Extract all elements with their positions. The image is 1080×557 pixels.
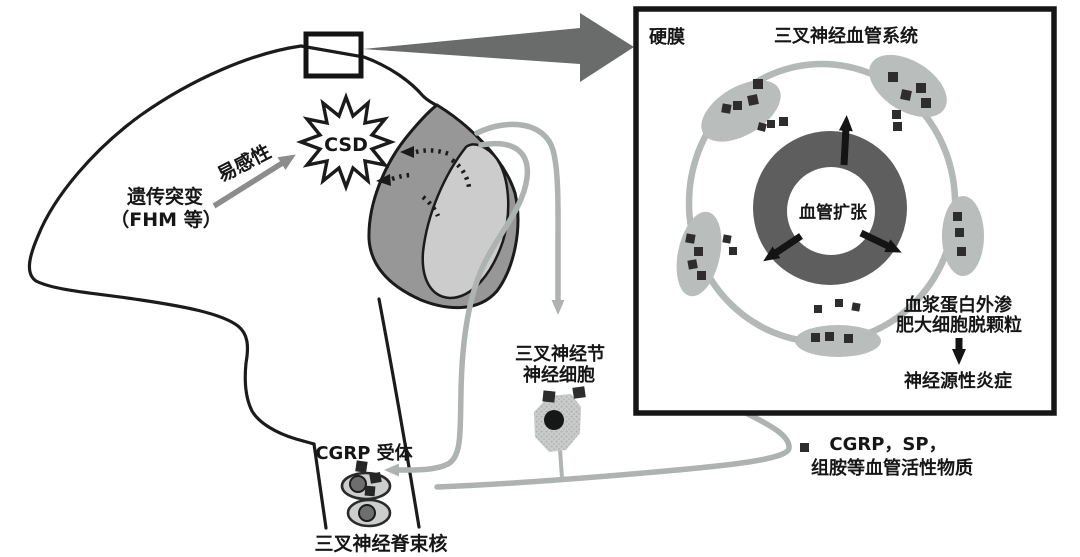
csd-wave-arrowheads <box>376 146 414 186</box>
csd-wave-dotted-arcs <box>391 148 472 217</box>
spinal-trigeminal-nucleus-label: 三叉神经脊束核 <box>314 532 447 555</box>
genetic-mutation-label-line2: （FHM 等） <box>110 208 221 231</box>
dura-label: 硬膜 <box>649 26 685 48</box>
granules <box>685 72 966 343</box>
vasodilation-lumen <box>787 167 875 255</box>
cortex-to-brainstem-fiber <box>384 140 531 477</box>
trigeminal-ganglion-neuron <box>534 386 586 479</box>
vasoactive-label-line2: 组胺等血管活性物质 <box>811 457 973 479</box>
brain-outline <box>27 44 439 530</box>
inset-title: 三叉神经血管系统 <box>774 25 918 47</box>
neurogenic-inflammation-label: 神经源性炎症 <box>904 370 1012 392</box>
granule <box>800 443 809 452</box>
spinal-nucleus-cells <box>340 460 392 528</box>
cgrp-receptor-label: CGRP 受体 <box>315 442 413 464</box>
cortex-to-ganglion-fiber <box>474 121 565 315</box>
csd-label: CSD <box>324 134 368 156</box>
cell-nucleus <box>349 475 367 493</box>
trigeminal-ganglion-label-line1: 三叉神经节 <box>515 343 605 365</box>
cell-nucleus <box>358 504 376 522</box>
vasodilation-label: 血管扩张 <box>799 202 868 223</box>
zoom-arrow <box>363 13 634 82</box>
neuron-nucleus <box>544 410 564 430</box>
extravasation-label-line1: 血浆蛋白外渗 <box>904 294 1013 316</box>
granule <box>542 390 556 403</box>
dilation-arrows <box>763 115 902 262</box>
csd-burst <box>296 92 396 192</box>
extravasation-label-line2: 肥大细胞脱颗粒 <box>895 314 1022 336</box>
granule <box>572 386 586 399</box>
granule <box>355 460 368 473</box>
magnifier-box <box>303 31 364 79</box>
brainstem-left-line <box>312 442 328 530</box>
brainstem-right-line <box>377 297 421 529</box>
mast-cell <box>795 325 881 357</box>
vasoactive-label-line1: CGRP，SP， <box>829 434 946 455</box>
neuron-axon <box>558 449 564 479</box>
genetic-mutation-label-line1: 遗传突变 <box>126 185 203 208</box>
granule <box>364 485 376 497</box>
trigeminal-ganglion-label-line2: 神经细胞 <box>523 364 595 386</box>
granule <box>369 472 382 484</box>
susceptibility-arrow <box>212 154 296 209</box>
susceptibility-label: 易感性 <box>213 140 274 186</box>
